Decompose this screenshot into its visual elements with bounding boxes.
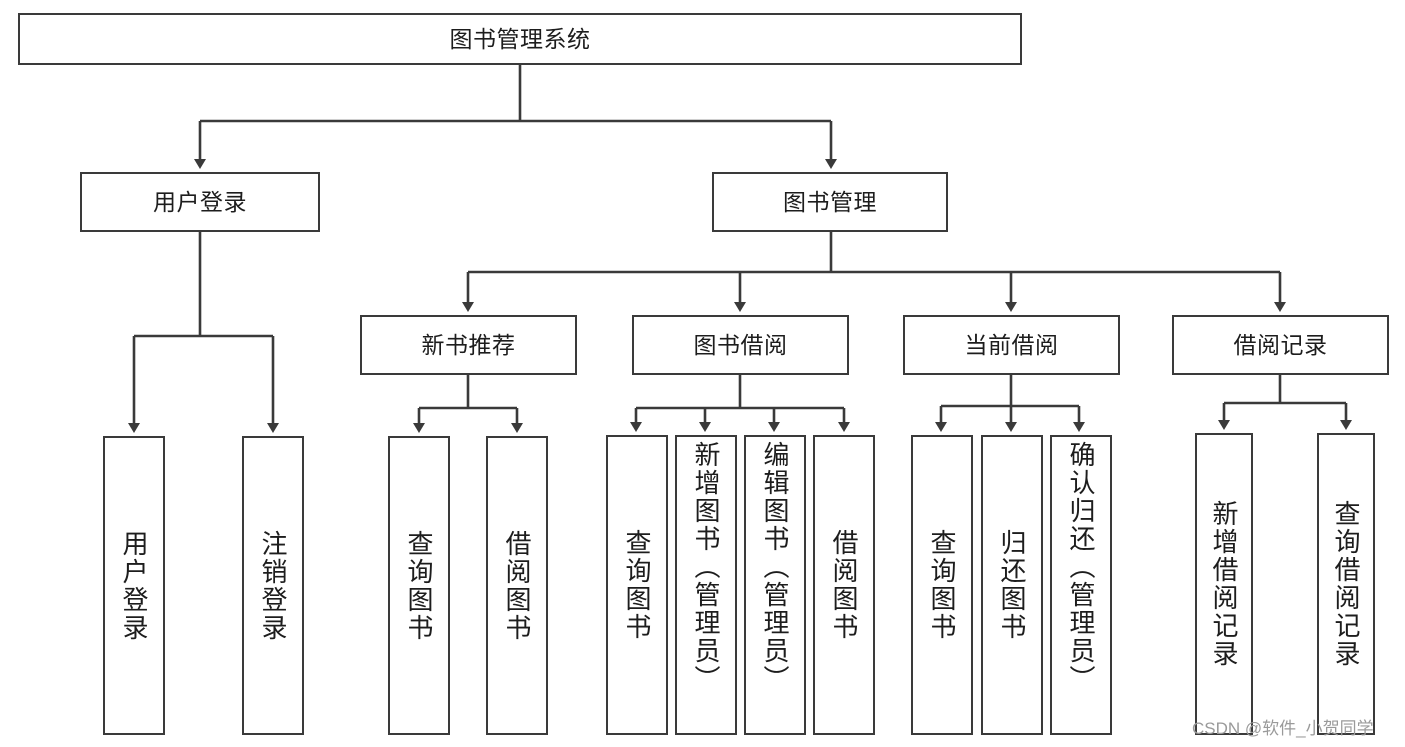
node-book-management[interactable]: 图书管理 bbox=[712, 172, 948, 232]
node-book-management-label: 图书管理 bbox=[783, 188, 877, 215]
node-current-borrow-label: 当前借阅 bbox=[964, 331, 1059, 358]
node-leaf-user-logout-label: 注销登录 bbox=[258, 529, 289, 642]
node-root[interactable]: 图书管理系统 bbox=[18, 13, 1022, 65]
node-leaf-add-book-label: 新增图书（管理员） bbox=[691, 441, 722, 693]
node-leaf-borrow-book-2-label: 借阅图书 bbox=[829, 529, 860, 641]
node-leaf-user-login[interactable]: 用户登录 bbox=[103, 436, 165, 735]
node-leaf-query-book-2-label: 查询图书 bbox=[622, 529, 653, 641]
node-book-borrow-label: 图书借阅 bbox=[693, 331, 788, 358]
node-leaf-edit-book-label: 编辑图书（管理员） bbox=[760, 441, 791, 693]
watermark-text: CSDN @软件_小贺同学 bbox=[1192, 719, 1374, 738]
node-leaf-confirm-return[interactable]: 确认归还（管理员） bbox=[1050, 435, 1112, 735]
node-leaf-query-book-3-label: 查询图书 bbox=[927, 529, 958, 641]
node-leaf-query-book-2[interactable]: 查询图书 bbox=[606, 435, 668, 735]
node-leaf-user-login-label: 用户登录 bbox=[119, 529, 150, 642]
node-leaf-query-book-3[interactable]: 查询图书 bbox=[911, 435, 973, 735]
node-new-book-recommend[interactable]: 新书推荐 bbox=[360, 315, 577, 375]
node-user-login[interactable]: 用户登录 bbox=[80, 172, 320, 232]
node-leaf-edit-book[interactable]: 编辑图书（管理员） bbox=[744, 435, 806, 735]
node-new-book-recommend-label: 新书推荐 bbox=[421, 331, 516, 358]
node-leaf-query-record[interactable]: 查询借阅记录 bbox=[1317, 433, 1375, 735]
node-leaf-query-record-label: 查询借阅记录 bbox=[1331, 500, 1362, 668]
node-root-label: 图书管理系统 bbox=[449, 25, 591, 52]
node-user-login-label: 用户登录 bbox=[153, 188, 247, 215]
node-current-borrow[interactable]: 当前借阅 bbox=[903, 315, 1120, 375]
node-leaf-user-logout[interactable]: 注销登录 bbox=[242, 436, 304, 735]
node-borrow-record-label: 借阅记录 bbox=[1233, 331, 1328, 358]
node-leaf-add-book[interactable]: 新增图书（管理员） bbox=[675, 435, 737, 735]
node-leaf-query-book-1[interactable]: 查询图书 bbox=[388, 436, 450, 735]
node-leaf-add-record-label: 新增借阅记录 bbox=[1209, 500, 1240, 668]
node-leaf-query-book-1-label: 查询图书 bbox=[404, 529, 435, 642]
node-leaf-borrow-book-1-label: 借阅图书 bbox=[502, 529, 533, 642]
node-leaf-borrow-book-2[interactable]: 借阅图书 bbox=[813, 435, 875, 735]
node-leaf-confirm-return-label: 确认归还（管理员） bbox=[1066, 441, 1097, 693]
node-leaf-borrow-book-1[interactable]: 借阅图书 bbox=[486, 436, 548, 735]
node-book-borrow[interactable]: 图书借阅 bbox=[632, 315, 849, 375]
node-leaf-add-record[interactable]: 新增借阅记录 bbox=[1195, 433, 1253, 735]
node-leaf-return-book-label: 归还图书 bbox=[997, 529, 1028, 641]
node-borrow-record[interactable]: 借阅记录 bbox=[1172, 315, 1389, 375]
node-leaf-return-book[interactable]: 归还图书 bbox=[981, 435, 1043, 735]
